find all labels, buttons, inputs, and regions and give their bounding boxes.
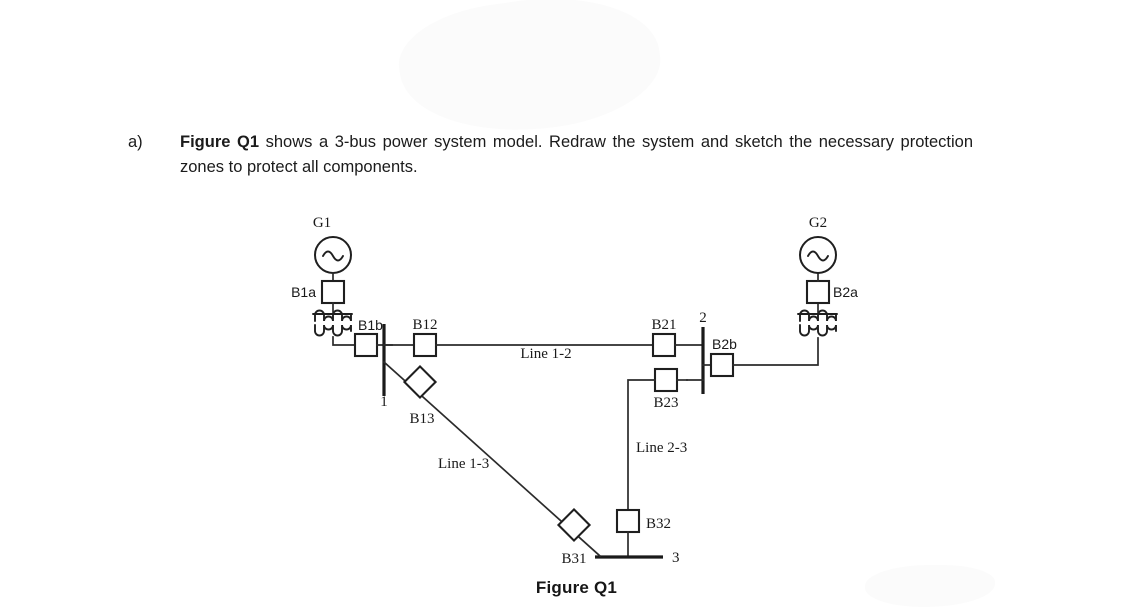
breaker-b12-label: B12 — [412, 317, 437, 333]
generator-g2-symbol — [799, 236, 837, 274]
question-text-rest: shows a 3-bus power system model. Redraw… — [180, 133, 973, 176]
breaker-b1a[interactable] — [320, 279, 346, 305]
figure-caption-text: Figure Q1 — [535, 578, 618, 597]
figure-caption: Figure Q1 — [0, 578, 1121, 598]
line-1-3-label: Line 1-3 — [438, 456, 489, 472]
breaker-b1b[interactable] — [353, 332, 379, 358]
breaker-b31-label: B31 — [561, 551, 586, 567]
breaker-b2b-label: B2b — [712, 336, 737, 352]
breaker-b13[interactable] — [402, 364, 438, 400]
breaker-b2a-label: B2a — [833, 284, 858, 300]
transformer-t1-symbol — [312, 309, 353, 337]
question-block: a) Figure Q1 shows a 3-bus power system … — [128, 130, 973, 180]
bus-1-label: 1 — [380, 394, 388, 410]
question-figure-ref: Figure Q1 — [180, 133, 260, 151]
breaker-b2b[interactable] — [709, 352, 735, 378]
line-1-2-label: Line 1-2 — [520, 346, 571, 362]
wire-t1-to-b1b — [332, 336, 356, 346]
question-text: Figure Q1 shows a 3-bus power system mod… — [180, 130, 973, 180]
transformer-t2-symbol — [797, 309, 838, 337]
breaker-b12[interactable] — [412, 332, 438, 358]
breaker-b23[interactable] — [653, 367, 679, 393]
line-2-3-conductor — [627, 379, 656, 511]
wire-b2b-to-t2 — [732, 337, 819, 366]
line-2-3-label: Line 2-3 — [636, 440, 687, 456]
breaker-b32-label: B32 — [646, 516, 671, 532]
breaker-b21[interactable] — [651, 332, 677, 358]
breaker-b32[interactable] — [615, 508, 641, 534]
breaker-b23-label: B23 — [653, 395, 678, 411]
breaker-b2a[interactable] — [805, 279, 831, 305]
generator-g1-label: G1 — [313, 215, 331, 231]
breaker-b13-label: B13 — [409, 411, 434, 427]
bus-2-label: 2 — [699, 310, 707, 326]
breaker-b21-label: B21 — [651, 317, 676, 333]
generator-g1-symbol — [314, 236, 352, 274]
generator-g2-label: G2 — [809, 215, 827, 231]
question-marker: a) — [128, 133, 143, 151]
breaker-b1a-label: B1a — [291, 284, 316, 300]
breaker-b1b-label: B1b — [358, 317, 383, 333]
bus-3-label: 3 — [672, 550, 680, 566]
breaker-b31[interactable] — [556, 507, 592, 543]
